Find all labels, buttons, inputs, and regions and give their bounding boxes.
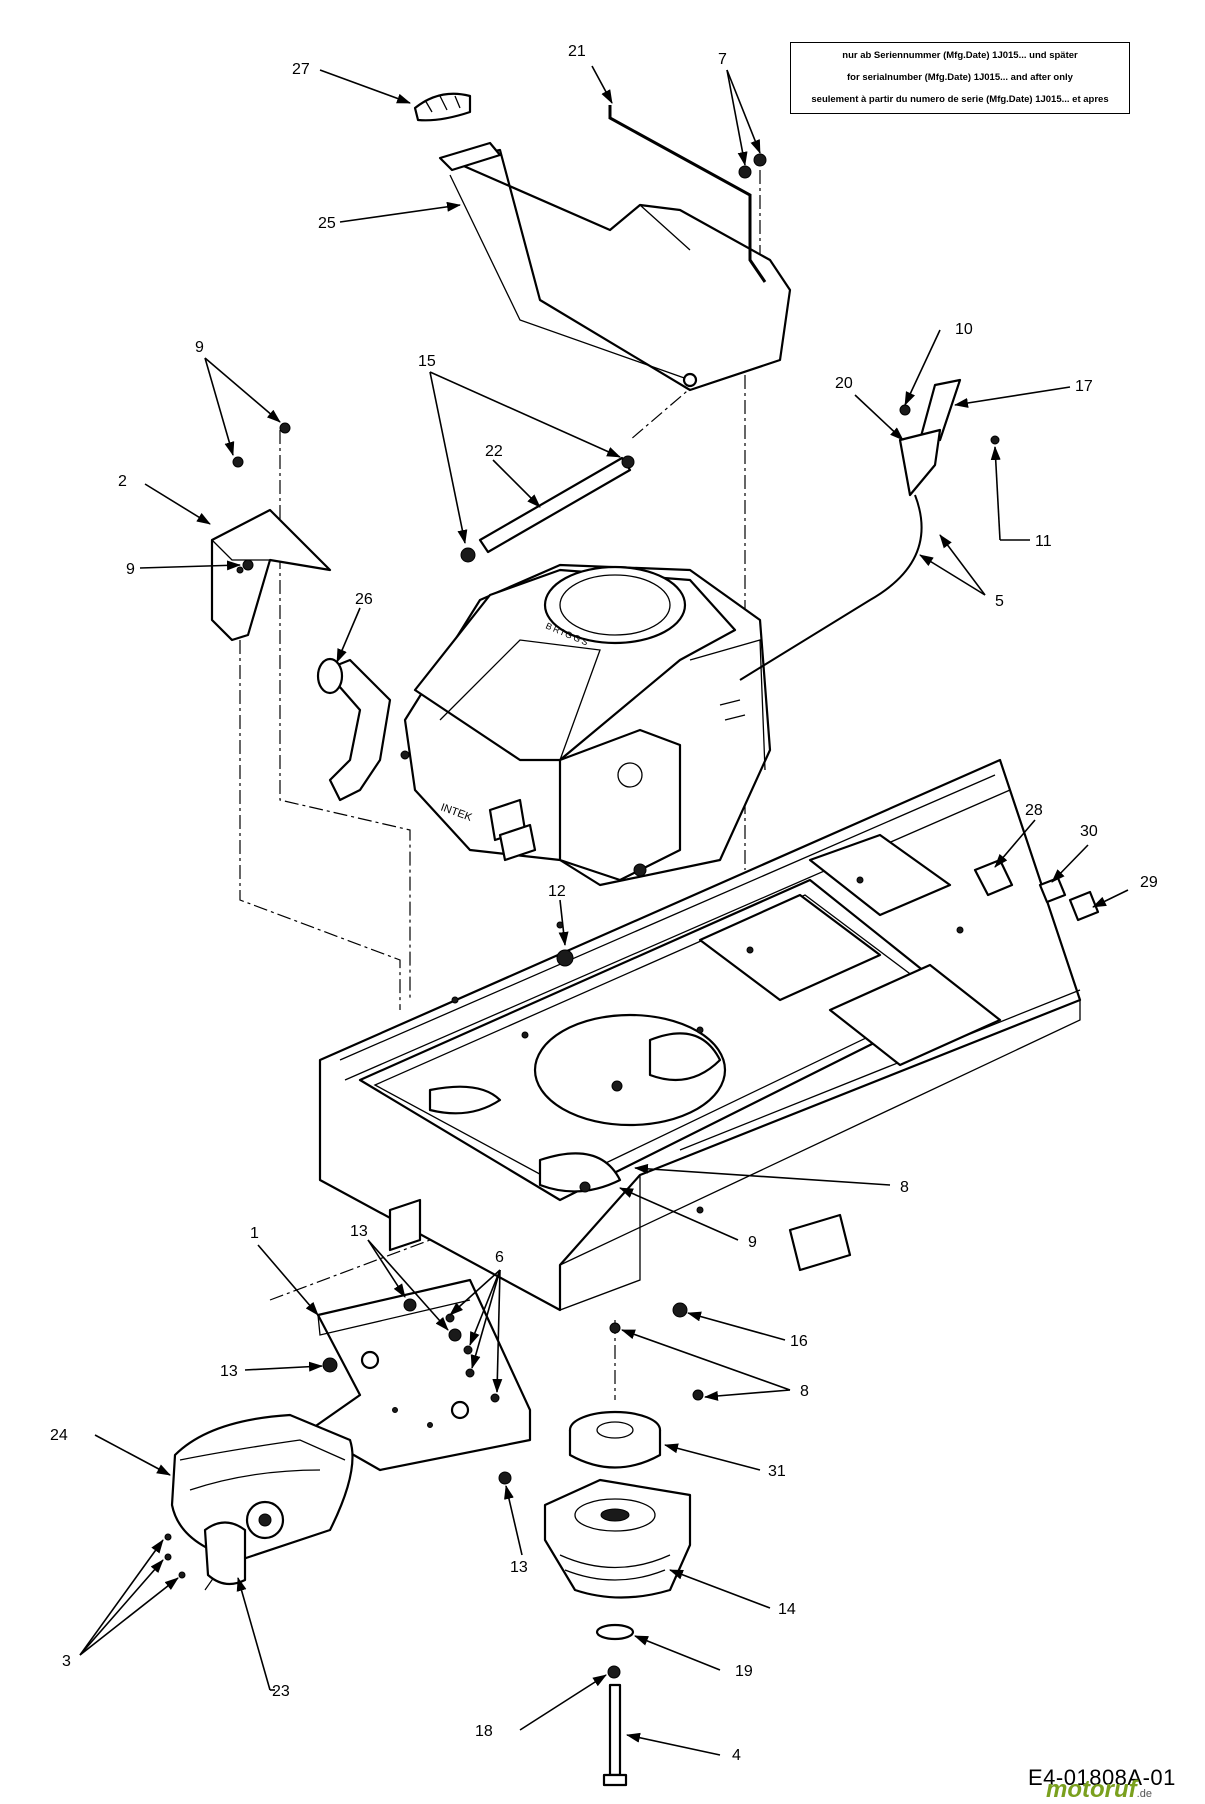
exhaust-pipe: [316, 657, 392, 802]
serial-number-note: nur ab Seriennummer (Mfg.Date) 1J015... …: [790, 42, 1130, 114]
tank-bracket-rod: [608, 105, 767, 283]
label-14: 14: [778, 1601, 796, 1618]
label-5: 5: [995, 593, 1004, 610]
label-12: 12: [548, 883, 566, 900]
label-29: 29: [1140, 874, 1158, 891]
label-2: 2: [118, 473, 127, 490]
label-28: 28: [1025, 802, 1043, 819]
mounting-plate: [308, 1278, 532, 1472]
label-9a: 9: [195, 339, 204, 356]
label-26: 26: [355, 591, 373, 608]
label-13b: 13: [220, 1363, 238, 1380]
washer: [595, 1623, 635, 1641]
label-7: 7: [718, 51, 727, 68]
leader-lines: [79, 65, 1129, 1756]
lock-washer: [607, 1665, 621, 1679]
label-13a: 13: [350, 1223, 368, 1240]
label-13c: 13: [510, 1559, 528, 1576]
hose-fittings: [973, 858, 1100, 922]
label-4: 4: [732, 1747, 741, 1764]
label-9c: 9: [748, 1234, 757, 1251]
label-20: 20: [835, 375, 853, 392]
part-labels: 27 25 21 7 9 15 22 2 9 26 10 20 17 11 5 …: [50, 43, 1158, 1764]
label-11: 11: [1035, 533, 1052, 550]
label-6: 6: [495, 1249, 504, 1266]
small-hardware: [164, 153, 911, 1579]
note-line-german: nur ab Seriennummer (Mfg.Date) 1J015... …: [842, 50, 1078, 62]
watermark: motoruf.de: [1046, 1776, 1152, 1804]
label-25: 25: [318, 215, 336, 232]
spark-arrester: [203, 1521, 247, 1586]
label-19: 19: [735, 1663, 753, 1680]
note-line-french: seulement à partir du numero de serie (M…: [811, 94, 1109, 106]
label-10: 10: [955, 321, 973, 338]
label-3: 3: [62, 1653, 71, 1670]
label-31: 31: [768, 1463, 786, 1480]
pto-clutch: [543, 1478, 692, 1599]
label-16: 16: [790, 1333, 808, 1350]
engine: BRIGGS INTEK: [400, 563, 772, 887]
label-27: 27: [292, 61, 310, 78]
label-30: 30: [1080, 823, 1098, 840]
label-1: 1: [250, 1225, 259, 1242]
fuel-hose: [460, 455, 635, 563]
muffler: [170, 1413, 354, 1562]
label-8a: 8: [900, 1179, 909, 1196]
label-24: 24: [50, 1427, 68, 1444]
label-8b: 8: [800, 1383, 809, 1400]
note-line-english: for serialnumber (Mfg.Date) 1J015... and…: [847, 72, 1073, 84]
diagram-code: E4-01808A-01: [1028, 1765, 1176, 1790]
chassis-frame: [318, 758, 1082, 1312]
label-17: 17: [1075, 378, 1093, 395]
label-15: 15: [418, 353, 436, 370]
heat-shield: [210, 508, 332, 642]
center-bolt: [602, 1683, 628, 1787]
label-18: 18: [475, 1723, 493, 1740]
engine-pulley: [568, 1410, 662, 1469]
watermark-text: motoruf: [1046, 1776, 1137, 1803]
label-21: 21: [568, 43, 586, 60]
watermark-suffix: .de: [1136, 1788, 1152, 1800]
fuel-tank: [438, 141, 792, 392]
label-22: 22: [485, 443, 503, 460]
throttle-control: [739, 378, 1000, 681]
fuel-cap: [413, 92, 472, 122]
label-9b: 9: [126, 561, 135, 578]
label-23: 23: [272, 1683, 290, 1700]
